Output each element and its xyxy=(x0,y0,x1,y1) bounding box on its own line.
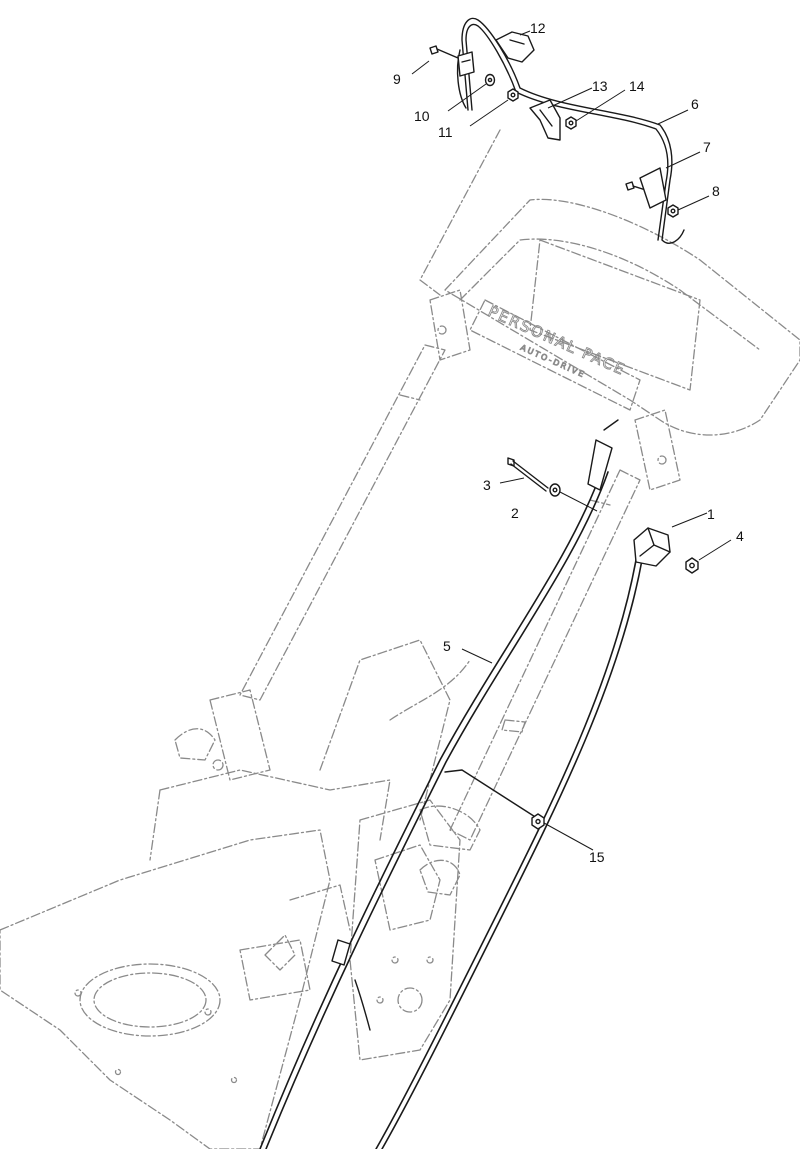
nut-15 xyxy=(531,813,545,830)
nut-8 xyxy=(667,204,679,218)
mower-deck xyxy=(0,769,391,1149)
nut-11 xyxy=(507,88,519,102)
callout-14: 14 xyxy=(629,78,645,94)
lever-bracket xyxy=(529,99,561,141)
switch-housing xyxy=(633,527,671,567)
screw-9 xyxy=(429,45,459,59)
callouts: 1 2 3 4 5 6 7 8 9 10 11 12 13 14 15 xyxy=(393,20,744,865)
callout-11: 11 xyxy=(438,124,453,140)
nut-4 xyxy=(685,557,699,574)
bolt-3 xyxy=(507,457,549,492)
callout-15: 15 xyxy=(589,849,605,865)
drive-cable xyxy=(259,419,619,1149)
bail-bar xyxy=(456,17,685,244)
callout-5: 5 xyxy=(443,638,451,654)
callout-7: 7 xyxy=(703,139,711,155)
upper-handle xyxy=(239,129,800,841)
callout-2: 2 xyxy=(511,505,519,521)
callout-3: 3 xyxy=(483,477,491,493)
drive-bracket xyxy=(319,639,471,1061)
blade-hole-outline xyxy=(79,963,221,1037)
callout-4: 4 xyxy=(736,528,744,544)
switch-cable xyxy=(375,559,643,1149)
callout-1: 1 xyxy=(707,506,715,522)
control-lever xyxy=(495,31,535,63)
lower-handle xyxy=(174,689,481,971)
leader-lines xyxy=(411,30,732,851)
callout-12: 12 xyxy=(530,20,546,36)
callout-10: 10 xyxy=(414,108,430,124)
nut-14 xyxy=(565,116,577,130)
callout-8: 8 xyxy=(712,183,720,199)
bolt-7 xyxy=(625,167,667,209)
callout-6: 6 xyxy=(691,96,699,112)
washer-10 xyxy=(484,73,496,87)
washer-2 xyxy=(549,483,561,497)
callout-13: 13 xyxy=(592,78,608,94)
callout-9: 9 xyxy=(393,71,401,87)
handle-decal: PERSONAL PACE AUTO-DRIVE xyxy=(485,302,629,380)
